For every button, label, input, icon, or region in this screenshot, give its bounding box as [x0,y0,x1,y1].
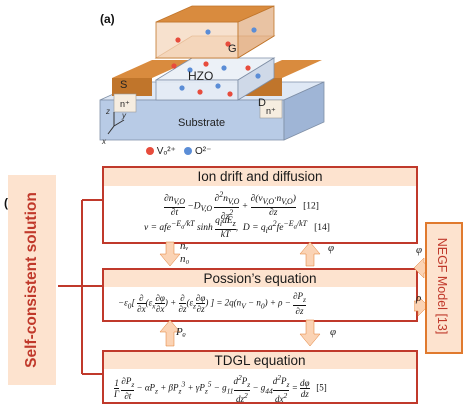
ion-drift-equation-1: ∂nV,O∂t −DV,O ∂2nV,O∂z2 + ∂(vV,O·nV,O)∂z… [164,190,319,223]
negf-model-label: NEGF Model [13] [435,238,449,335]
negf-label-text: NEGF Model [435,237,449,310]
substrate-side-face [283,81,325,141]
arrow-down-to-tdgl [299,319,321,347]
n-plus-right-label: n⁺ [266,106,276,116]
n0-symbol: n₀ [180,253,190,265]
o-ion-dot [221,65,227,71]
o-ion-dot [255,73,261,79]
o-ion-dot [251,27,257,33]
pz-symbol: Pᵨ [176,326,186,338]
o-ion-dot [179,85,185,91]
vo-legend-label: Vₒ²⁺ [156,146,176,157]
rho-negf-symbol: ρ [416,292,422,304]
source-label: S [120,79,127,91]
poisson-title: Possion’s equation [104,270,416,287]
ion-legend: Vₒ²⁺ O²⁻ [146,146,211,157]
o-legend-dot [184,147,193,156]
phi-bottom-symbol: φ [330,326,337,338]
arrow-up-to-poisson [159,319,181,347]
drain-label: D [258,97,266,109]
hzo-front-face [155,79,239,101]
arrow-to-negf [414,257,428,279]
hzo-label: HZO [188,69,213,83]
gate-front-face [155,21,239,59]
gate-top-cap [155,5,275,23]
ion-ref-1: [12] [303,201,319,212]
ion-dots [171,27,261,97]
ion-drift-title: Ion drift and diffusion [104,168,416,186]
n-plus-left-region [113,93,137,113]
x-axis-line [107,125,115,135]
panel-a-label: (a) [100,12,115,26]
axis-y-label: y [121,111,127,120]
negf-model-box [425,222,463,354]
axis-z-label: z [105,107,110,116]
arrow-up-to-ion [299,241,321,267]
gate-label: G [228,43,237,55]
vo-ion-dot [171,63,177,69]
negf-arrows [414,257,428,317]
arrows-ion-poisson [159,241,321,267]
self-consistent-panel [8,175,56,385]
tdgl-ref: [5] [316,382,327,393]
source-pad-front [112,78,152,96]
arrow-from-negf [414,295,428,317]
n-plus-right-region [259,99,283,119]
hzo-side-face [237,57,275,101]
o-ion-dot [215,83,221,89]
o-ion-dot [205,29,211,35]
n-plus-left-label: n⁺ [120,99,130,109]
arrows-poisson-tdgl [159,319,321,347]
poisson-equation: −ε0[ ∂∂x(εx∂φ∂x) + ∂∂z(εz∂φ∂z) ] = 2q(nV… [118,291,306,316]
phi-top-symbol: φ [328,242,335,254]
vo-ion-dot [197,89,203,95]
axes-indicator [107,112,125,135]
axis-x-label: x [101,137,107,146]
y-axis-line [113,119,125,127]
vo-legend-dot [146,147,154,156]
o-legend-label: O²⁻ [194,146,212,157]
self-consistent-label: Self-consistent solution [23,192,40,368]
ion-ref-2: [14] [314,223,330,234]
o-ion-dot [187,67,193,73]
vo-ion-dot [225,41,231,47]
poisson-box: Possion’s equation −ε0[ ∂∂x(εx∂φ∂x) + ∂∂… [102,268,418,322]
device-schematic: G HZO S n⁺ D n⁺ Substrate z y x [99,5,325,146]
vo-ion-dot [245,65,251,71]
vo-ion-dot [203,61,209,67]
nv-symbol: nᵥ [180,240,189,252]
negf-ref: [13] [435,313,449,335]
arrow-down-to-poisson [159,241,181,267]
vo-ion-dot [227,91,233,97]
bracket-connector [58,199,102,375]
substrate-label: Substrate [178,117,225,129]
vo-ion-dot [175,37,181,43]
tdgl-title: TDGL equation [104,352,416,369]
phi-negf-symbol: φ [416,244,423,256]
ion-drift-box: Ion drift and diffusion ∂nV,O∂t −DV,O ∂2… [102,166,418,244]
